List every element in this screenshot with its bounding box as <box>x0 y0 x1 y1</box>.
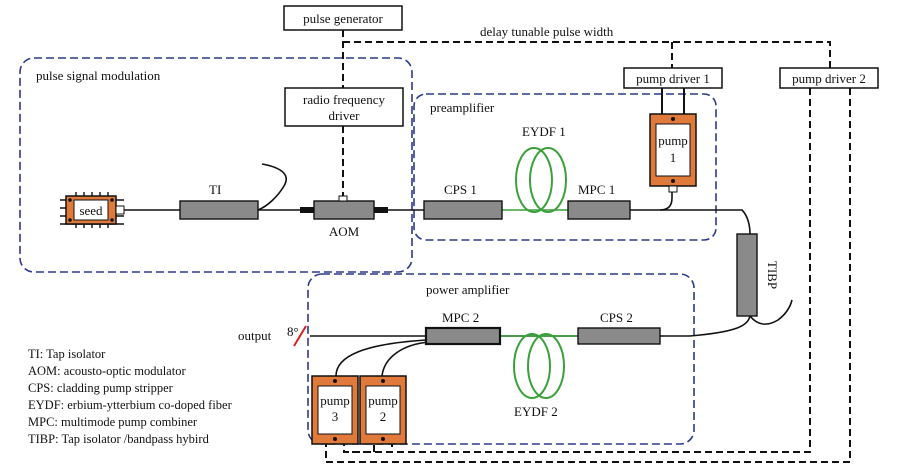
output-angle-label: 8° <box>287 324 299 339</box>
output-angle-mark <box>293 325 307 347</box>
pump-driver-1-box: pump driver 1 <box>623 67 723 89</box>
eydf-1-coil <box>515 147 567 213</box>
region-preamplifier <box>413 93 717 241</box>
cps-2-label: CPS 2 <box>600 310 633 325</box>
aom-component: AOM <box>300 195 388 239</box>
electrical-wiring <box>325 30 851 463</box>
cps-2-component: CPS 2 <box>577 310 661 345</box>
mpc-1-label: MPC 1 <box>578 182 615 197</box>
pulse-generator-box: pulse generator <box>283 5 403 31</box>
legend-line-cps: CPS: cladding pump stripper <box>28 381 174 395</box>
delay-label: delay tunable pulse width <box>480 24 614 39</box>
region-pulse-signal-modulation <box>19 57 413 273</box>
pump-2-label-line2: 2 <box>380 409 387 424</box>
aom-label: AOM <box>329 224 360 239</box>
output-label: output <box>238 328 272 343</box>
pump-driver-2-label: pump driver 2 <box>792 71 866 86</box>
legend: TI: Tap isolator AOM: acousto-optic modu… <box>28 347 233 446</box>
legend-line-aom: AOM: acousto-optic modulator <box>28 364 186 378</box>
eydf-2-coil <box>513 333 565 399</box>
cps-1-component: CPS 1 <box>423 182 503 220</box>
pump-1-component: pump 1 <box>649 113 697 193</box>
pump-1-label-line1: pump <box>658 133 688 148</box>
pump-driver-1-label: pump driver 1 <box>636 71 710 86</box>
pump-driver-1-wires <box>661 88 685 114</box>
fiber-path <box>124 163 793 377</box>
legend-line-mpc: MPC: multimode pump combiner <box>28 415 198 429</box>
pump-3-label-line1: pump <box>320 393 350 408</box>
legend-line-ti: TI: Tap isolator <box>28 347 106 361</box>
pulse-generator-label: pulse generator <box>303 11 383 26</box>
pump-driver-2-box: pump driver 2 <box>779 67 879 89</box>
rf-driver-label-line1: radio frequency <box>303 92 385 107</box>
rf-driver-box: radio frequency driver <box>284 87 404 127</box>
region-label-pulse-signal-modulation: pulse signal modulation <box>36 68 161 83</box>
tibp-component: TIBP <box>736 233 780 317</box>
pump-2-label-line1: pump <box>368 393 398 408</box>
region-power-amplifier <box>307 273 695 445</box>
mpc-2-label: MPC 2 <box>442 310 479 325</box>
region-label-power-amplifier: power amplifier <box>426 282 510 297</box>
mpc-1-component: MPC 1 <box>567 182 631 220</box>
pump-1-label-line2: 1 <box>670 150 677 165</box>
seed-component: seed <box>60 192 125 228</box>
legend-line-eydf: EYDF: erbium-ytterbium co-doped fiber <box>28 398 233 412</box>
legend-line-tibp: TIBP: Tap isolator /bandpass hybird <box>28 432 210 446</box>
eydf-2-label: EYDF 2 <box>514 404 558 419</box>
mpc-2-component: MPC 2 <box>424 310 502 346</box>
eydf-1-label: EYDF 1 <box>522 124 566 139</box>
pump-2-component: pump 2 <box>359 375 407 445</box>
pump-3-component: pump 3 <box>311 375 359 445</box>
region-label-preamplifier: preamplifier <box>430 100 495 115</box>
rf-driver-label-line2: driver <box>328 108 360 123</box>
pump-3-label-line2: 3 <box>332 409 339 424</box>
ti-label: TI <box>209 182 221 197</box>
ti-component: TI <box>179 182 259 220</box>
seed-label: seed <box>79 203 103 218</box>
cps-1-label: CPS 1 <box>444 182 477 197</box>
tibp-label: TIBP <box>765 261 780 289</box>
